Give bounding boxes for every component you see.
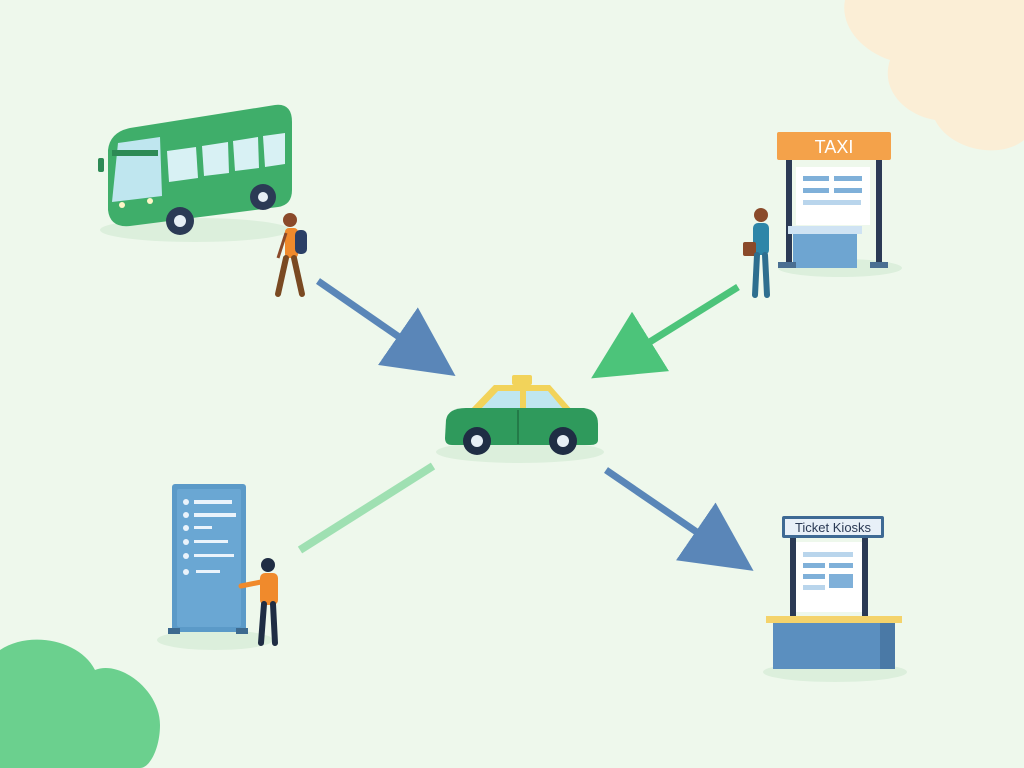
- arrow-bus-to-taxi: [316, 278, 456, 376]
- person-briefcase-icon: [743, 208, 770, 298]
- decor-blob-bottom-left: [0, 639, 160, 768]
- person-pointing-icon: [238, 558, 278, 646]
- taxi-sign-label: TAXI: [815, 137, 854, 157]
- line-taxi-to-board: [297, 462, 436, 554]
- bus-icon: [98, 104, 292, 242]
- taxi-car-icon: [436, 375, 604, 463]
- info-board-icon: [157, 484, 273, 650]
- person-backpack-icon: [275, 213, 307, 297]
- arrow-taxi-to-kiosk: [604, 467, 754, 571]
- ticket-kiosk-icon: Ticket Kiosks: [763, 516, 907, 682]
- arrow-stand-to-taxi: [591, 284, 740, 379]
- ticket-kiosk-label: Ticket Kiosks: [795, 520, 872, 535]
- taxi-stand-icon: TAXI: [777, 132, 902, 277]
- decor-blob-top-right: [844, 0, 1024, 151]
